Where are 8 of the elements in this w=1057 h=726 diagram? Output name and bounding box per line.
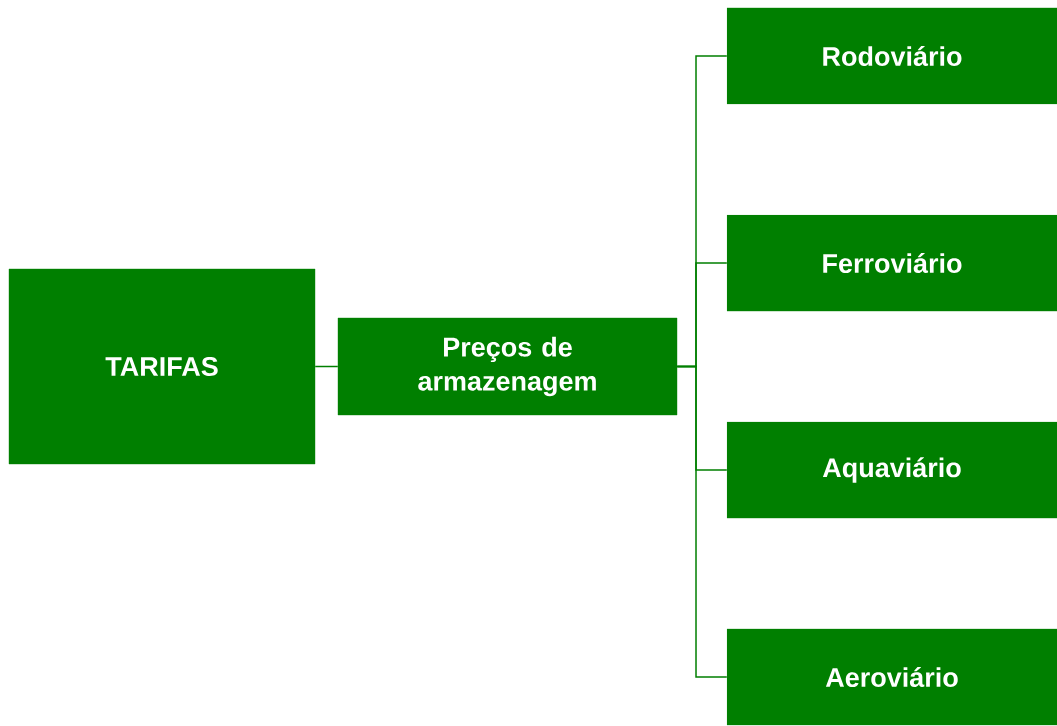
process-box: Ferroviário <box>726 214 1057 312</box>
connector-line <box>676 365 728 678</box>
process-box: TARIFAS <box>8 268 316 465</box>
process-box: Aquaviário <box>726 421 1057 519</box>
process-box: Preços de armazenagem <box>337 317 678 416</box>
connector-line <box>314 365 339 368</box>
process-box: Aeroviário <box>726 628 1057 726</box>
process-box: Rodoviário <box>726 7 1057 105</box>
